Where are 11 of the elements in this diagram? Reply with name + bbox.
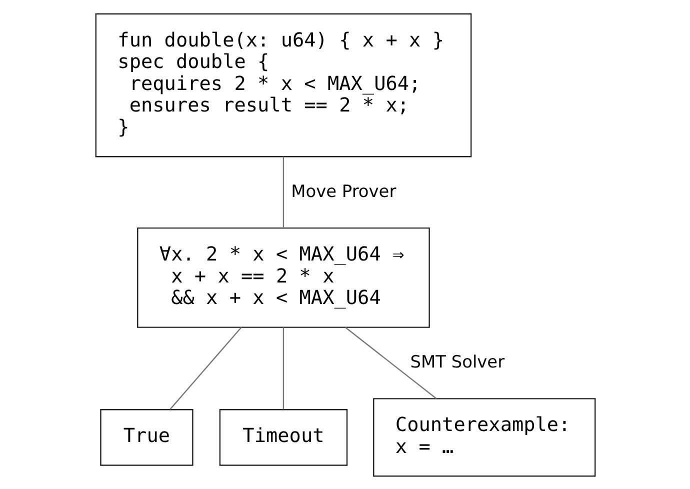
edge-label: Move Prover <box>290 180 396 200</box>
node-box: fun double(x: u64) { x + x } spec double { requires 2 * x < MAX_U64; ensures result == 2 * x; } <box>94 12 472 157</box>
node-box: True <box>100 408 193 466</box>
connector <box>282 326 284 409</box>
connector <box>169 326 242 410</box>
node-box: Timeout <box>218 408 348 466</box>
node-box: ∀x. 2 * x < MAX_U64 ⇒ x + x == 2 * x && x + x < MAX_U64 <box>136 226 430 328</box>
connector <box>282 156 284 228</box>
connector <box>344 326 436 399</box>
node-box: Counterexample: x = … <box>372 398 596 476</box>
edge-label: SMT Solver <box>410 350 504 371</box>
